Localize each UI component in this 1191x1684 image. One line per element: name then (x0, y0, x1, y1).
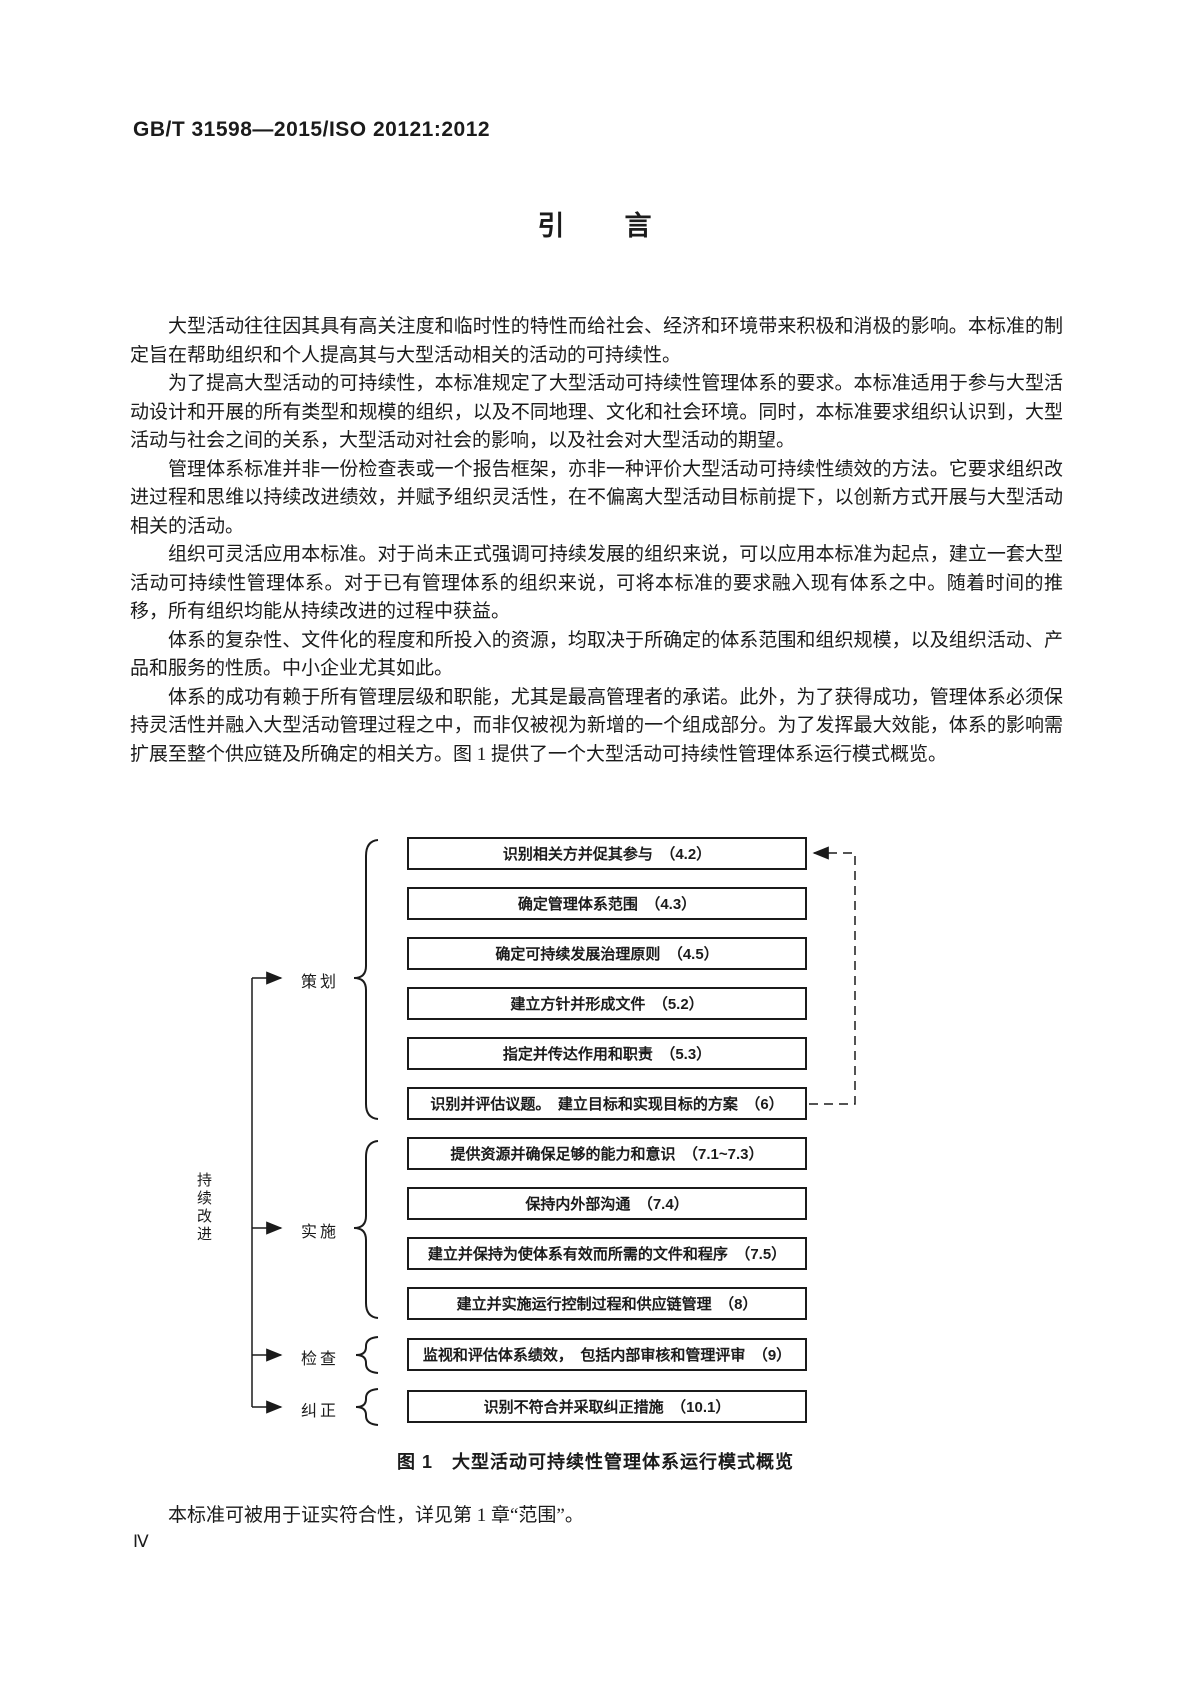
flow-box-7-4: 保持内外部沟通 （7.4） (407, 1187, 807, 1220)
flow-box-10-1: 识别不符合并采取纠正措施 （10.1） (407, 1390, 807, 1423)
flow-box-7-5: 建立并保持为使体系有效而所需的文件和程序 （7.5） (407, 1237, 807, 1270)
figure-caption: 图 1 大型活动可持续性管理体系运行模式概览 (396, 1452, 794, 1472)
group-label-do: 实施 (300, 1224, 339, 1241)
continual-improvement-label: 持续改进 (195, 1172, 211, 1244)
brace-plan (353, 839, 379, 1120)
flow-box-5-2: 建立方针并形成文件 （5.2） (407, 987, 807, 1020)
flow-box-5-3: 指定并传达作用和职责 （5.3） (407, 1037, 807, 1070)
page-title: 引 言 (537, 211, 654, 241)
paragraph: 管理体系标准并非一份检查表或一个报告框架，亦非一种评价大型活动可持续性绩效的方法… (130, 458, 1063, 537)
flow-box-9: 监视和评估体系绩效， 包括内部审核和管理评审 （9） (407, 1338, 807, 1371)
brace-do (353, 1140, 379, 1319)
flow-box-8: 建立并实施运行控制过程和供应链管理 （8） (407, 1287, 807, 1320)
flow-box-4-5: 确定可持续发展治理原则 （4.5） (407, 937, 807, 970)
standard-number: GB/T 31598—2015/ISO 20121:2012 (133, 118, 491, 141)
brace-act (355, 1388, 379, 1426)
flow-box-4-3: 确定管理体系范围 （4.3） (407, 887, 807, 920)
group-label-plan: 策划 (300, 974, 339, 991)
paragraph: 组织可灵活应用本标准。对于尚未正式强调可持续发展的组织来说，可以应用本标准为起点… (130, 544, 1063, 622)
page-number: Ⅳ (133, 1532, 149, 1551)
paragraph: 大型活动往往因其具有高关注度和临时性的特性而给社会、经济和环境带来积极和消极的影… (130, 316, 1063, 366)
feedback-dashed-line (809, 846, 856, 1105)
introduction-body: 大型活动往往因其具有高关注度和临时性的特性而给社会、经济和环境带来积极和消极的影… (130, 313, 1063, 769)
flow-box-4-2: 识别相关方并促其参与 （4.2） (407, 837, 807, 870)
flow-box-6: 识别并评估议题。 建立目标和实现目标的方案 （6） (407, 1087, 807, 1120)
paragraph: 为了提高大型活动的可持续性，本标准规定了大型活动可持续性管理体系的要求。本标准适… (130, 373, 1063, 451)
flow-box-7-1: 提供资源并确保足够的能力和意识 （7.1~7.3） (407, 1137, 807, 1170)
closing-paragraph: 本标准可被用于证实符合性，详见第 1 章“范围”。 (168, 1505, 584, 1526)
brace-check (355, 1336, 379, 1374)
group-label-act: 纠正 (300, 1403, 339, 1420)
paragraph: 体系的复杂性、文件化的程度和所投入的资源，均取决于所确定的体系范围和组织规模，以… (130, 629, 1063, 680)
group-label-check: 检查 (300, 1351, 339, 1368)
paragraph: 体系的成功有赖于所有管理层级和职能，尤其是最高管理者的承诺。此外，为了获得成功，… (130, 686, 1063, 765)
